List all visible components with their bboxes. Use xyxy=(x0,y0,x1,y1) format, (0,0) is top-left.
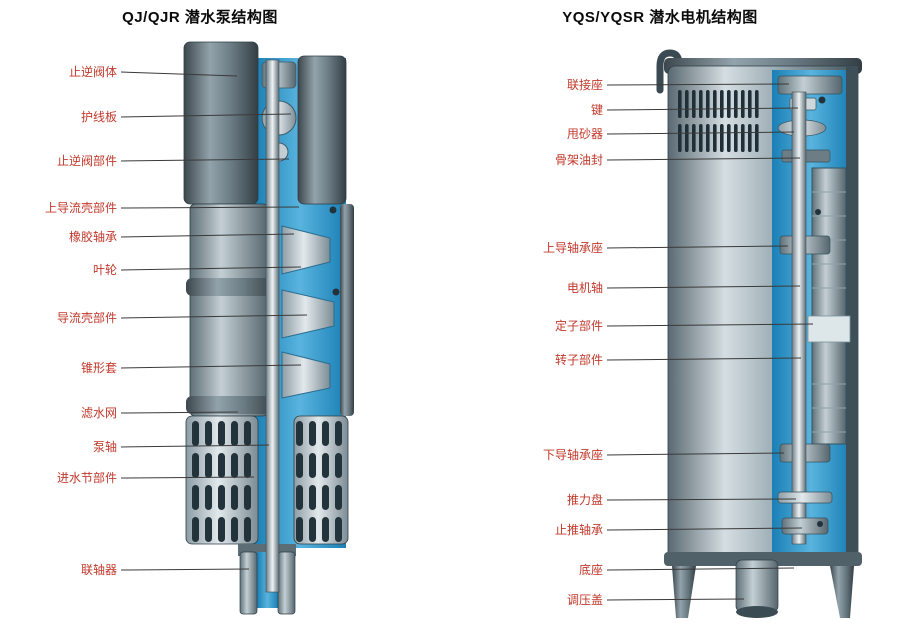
leader-line xyxy=(120,364,302,369)
label-lower-bearing-seat: 下导轴承座 xyxy=(542,448,603,462)
label-base: 底座 xyxy=(578,563,603,577)
impeller-stack xyxy=(281,225,335,399)
label-sand-slinger: 甩砂器 xyxy=(566,127,603,141)
leader-line xyxy=(120,444,270,448)
check-valve-body-right xyxy=(297,55,347,205)
pressure-cover-bottom xyxy=(736,606,778,618)
bolt-icon xyxy=(818,96,826,104)
leader-line xyxy=(120,568,250,571)
label-inlet-section: 进水节部件 xyxy=(56,471,117,485)
label-pressure-cover: 调压盖 xyxy=(566,593,603,607)
leader-line xyxy=(120,314,308,319)
leader-line xyxy=(120,476,255,479)
label-key: 键 xyxy=(590,103,603,117)
bolt-icon xyxy=(815,209,821,215)
label-upper-bearing-seat: 上导轴承座 xyxy=(542,241,603,255)
coupling-prong-right xyxy=(277,551,296,615)
leader-line xyxy=(120,71,238,77)
leader-line xyxy=(606,285,801,289)
vent-slots xyxy=(678,90,762,152)
leader-line xyxy=(120,158,290,162)
motor-base-rim xyxy=(664,552,862,566)
thrust-bearing xyxy=(781,517,829,535)
filter-slots xyxy=(296,421,342,542)
label-rotor: 转子部件 xyxy=(554,353,603,367)
label-pump-shaft: 泵轴 xyxy=(92,440,117,454)
bolt-icon xyxy=(817,521,823,527)
motor-shell-wall xyxy=(846,66,858,558)
leader-line xyxy=(606,323,814,327)
label-diffuser-shell: 导流壳部件 xyxy=(56,311,117,325)
motor-illustration xyxy=(656,49,862,618)
pump-shaft xyxy=(265,59,280,593)
thrust-disc xyxy=(777,491,833,504)
leader-line xyxy=(606,567,795,571)
leader-line xyxy=(606,498,797,501)
label-motor-shaft: 电机轴 xyxy=(566,281,603,295)
label-stator: 定子部件 xyxy=(554,319,603,333)
stator-stack xyxy=(807,167,851,445)
leader-line xyxy=(606,527,803,531)
pump-diagram-title: QJ/QJR 潜水泵结构图 xyxy=(122,9,278,26)
label-impeller: 叶轮 xyxy=(92,263,117,277)
label-filter-screen: 滤水网 xyxy=(80,406,117,420)
pump-outer-wall xyxy=(340,204,354,416)
leader-line xyxy=(606,83,790,86)
leader-line xyxy=(120,411,239,414)
leader-line xyxy=(120,113,292,118)
label-check-valve-body: 止逆阀体 xyxy=(68,65,117,79)
leader-line xyxy=(120,233,295,238)
check-valve-body xyxy=(183,41,259,205)
leader-line xyxy=(120,206,300,209)
label-rubber-bearing: 橡胶轴承 xyxy=(68,230,117,244)
motor-shaft xyxy=(791,91,807,545)
leader-lines xyxy=(120,71,814,601)
label-thrust-disc: 推力盘 xyxy=(566,493,603,507)
motor-leg-left xyxy=(672,566,696,618)
motor-diagram-title: YQS/YQSR 潜水电机结构图 xyxy=(562,9,758,26)
leader-line xyxy=(606,245,789,249)
label-cable-guard: 护线板 xyxy=(80,110,117,124)
leader-line xyxy=(606,598,745,601)
bolt-icon xyxy=(329,206,337,214)
filter-slots xyxy=(191,421,253,542)
leader-line xyxy=(606,452,785,456)
leader-line xyxy=(606,157,801,161)
label-upper-diffuser: 上导流壳部件 xyxy=(44,201,117,215)
label-oil-seal: 骨架油封 xyxy=(554,153,603,167)
label-thrust-bearing: 止推轴承 xyxy=(554,523,603,537)
label-connection-seat: 联接座 xyxy=(566,78,603,92)
pump-illustration xyxy=(183,41,354,615)
leader-line xyxy=(606,131,795,135)
bowl-ring-lower xyxy=(186,396,276,414)
connection-seat xyxy=(777,75,843,95)
bolt-icon xyxy=(332,288,340,296)
label-cone-sleeve: 锥形套 xyxy=(80,361,117,375)
coupling-prong-left xyxy=(239,551,258,615)
bowl-ring-upper xyxy=(186,278,276,296)
label-check-valve-assembly: 止逆阀部件 xyxy=(56,154,117,168)
leader-line xyxy=(606,357,802,361)
label-coupling: 联轴器 xyxy=(80,563,117,577)
leader-line xyxy=(606,107,799,111)
leader-line xyxy=(120,266,302,271)
motor-leg-right xyxy=(830,566,854,618)
